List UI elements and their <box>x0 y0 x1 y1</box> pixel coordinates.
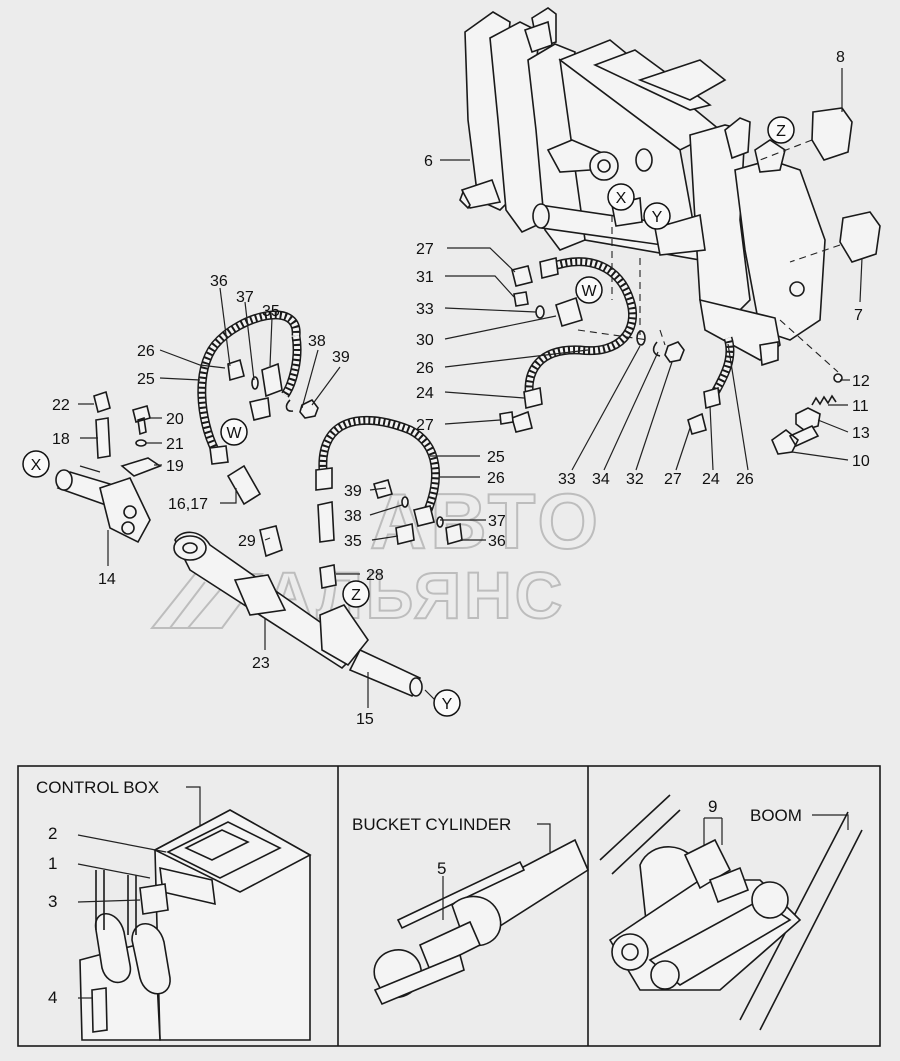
callout-25-left: 25 <box>137 371 155 388</box>
part-10-bolt <box>771 424 820 455</box>
callout-20: 20 <box>166 411 184 428</box>
callout-13: 13 <box>852 425 870 442</box>
callout-30: 30 <box>416 332 434 349</box>
ref-w-left: W <box>226 425 242 442</box>
callout-34: 34 <box>592 471 610 488</box>
callout-8: 8 <box>836 49 845 66</box>
callout-29: 29 <box>238 533 256 550</box>
callout-21: 21 <box>166 436 184 453</box>
leader-lines <box>78 68 863 708</box>
callout-6: 6 <box>424 153 433 170</box>
callout-24-left: 24 <box>416 385 434 402</box>
reference-circles: X X Y Y Z Z W W <box>22 116 795 717</box>
callout-14: 14 <box>98 571 116 588</box>
callout-33-top: 33 <box>416 301 434 318</box>
callout-10: 10 <box>852 453 870 470</box>
callout-37-top: 37 <box>236 289 254 306</box>
ref-y-top: Y <box>652 209 663 226</box>
callout-27-top: 27 <box>416 241 434 258</box>
ref-y-bottom: Y <box>442 696 453 713</box>
watermark-logo <box>149 573 264 629</box>
callout-24-right: 24 <box>702 471 720 488</box>
watermark: АВТО АЛЬЯНС <box>149 476 602 633</box>
middle-hose-group <box>315 415 463 546</box>
inset-callout-9: 9 <box>708 797 717 816</box>
callout-11: 11 <box>852 398 869 415</box>
callout-18: 18 <box>52 431 70 448</box>
left-hose-group <box>197 310 319 465</box>
inset-callout-1: 1 <box>48 854 57 873</box>
right-hose-group <box>499 257 735 435</box>
callout-39-top: 39 <box>332 349 350 366</box>
callout-36-top: 36 <box>210 273 228 290</box>
callout-38-top: 38 <box>308 333 326 350</box>
ref-w-right: W <box>581 283 597 300</box>
callout-35-top: 35 <box>262 303 280 320</box>
callout-15: 15 <box>356 711 374 728</box>
callout-25-right: 25 <box>487 449 505 466</box>
inset-callout-2: 2 <box>48 824 57 843</box>
ref-x-top: X <box>616 190 627 207</box>
cylinder-assembly <box>55 390 423 698</box>
part-13-nut <box>795 407 821 431</box>
callout-16-17: 16,17 <box>168 496 208 513</box>
watermark-line1: АВТО <box>370 477 602 565</box>
inset-control-box: CONTROL BOX 2 1 3 4 <box>36 778 312 1041</box>
callout-26-far-right: 26 <box>736 471 754 488</box>
ref-x-left: X <box>31 457 42 474</box>
callout-26-left: 26 <box>137 343 155 360</box>
callout-36-bottom: 36 <box>488 533 506 550</box>
callout-7: 7 <box>854 307 863 324</box>
ref-z-bottom: Z <box>351 587 361 604</box>
inset-callout-5: 5 <box>437 859 446 878</box>
callout-26-right: 26 <box>416 360 434 377</box>
inset-bucket-cylinder: BUCKET CYLINDER 5 <box>352 815 590 1006</box>
callout-37-bottom: 37 <box>488 513 506 530</box>
part-11-spring <box>811 394 837 406</box>
callout-26-mid: 26 <box>487 470 505 487</box>
part-7-block <box>839 211 881 263</box>
ref-z-top: Z <box>776 123 786 140</box>
inset-panels: CONTROL BOX 2 1 3 4 BUCKET CYLINDER <box>17 765 881 1047</box>
callout-38-bottom: 38 <box>344 508 362 525</box>
callout-28: 28 <box>366 567 384 584</box>
callout-12: 12 <box>852 373 870 390</box>
inset-title-bucket-cylinder: BUCKET CYLINDER <box>352 815 511 834</box>
inset-callout-4: 4 <box>48 988 57 1007</box>
callout-39-bottom: 39 <box>344 483 362 500</box>
callout-27-mid: 27 <box>416 417 434 434</box>
callout-27-bottom: 27 <box>664 471 682 488</box>
inset-boom: BOOM 9 <box>599 794 863 1031</box>
inset-callout-3: 3 <box>48 892 57 911</box>
callout-33-bottom: 33 <box>558 471 576 488</box>
inset-title-boom: BOOM <box>750 806 802 825</box>
inset-title-control-box: CONTROL BOX <box>36 778 159 797</box>
part-8-block <box>811 107 853 161</box>
callout-23: 23 <box>252 655 270 672</box>
callout-19: 19 <box>166 458 184 475</box>
callout-22: 22 <box>52 397 70 414</box>
callout-labels: 6 8 7 27 31 33 30 26 24 27 12 11 13 10 3… <box>52 49 870 728</box>
callout-32: 32 <box>626 471 644 488</box>
part-12-ball <box>833 373 843 383</box>
callout-31: 31 <box>416 269 434 286</box>
callout-35-bottom: 35 <box>344 533 362 550</box>
